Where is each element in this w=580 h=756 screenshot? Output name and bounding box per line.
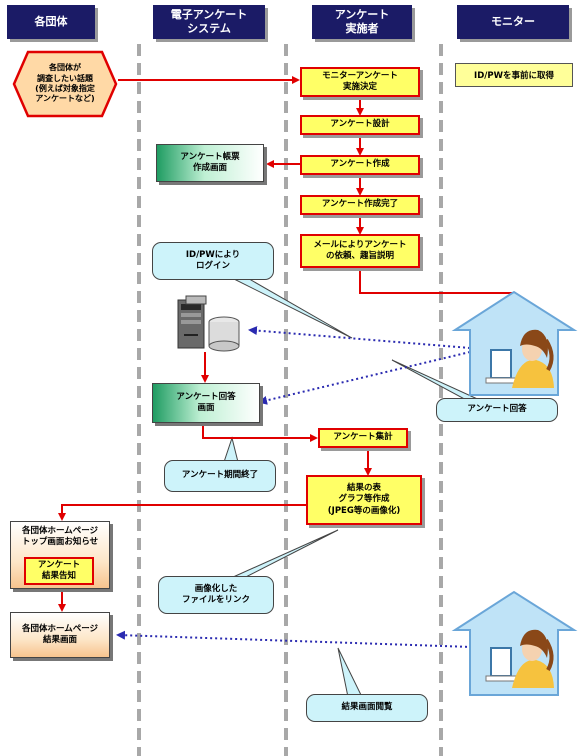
arrow-monitor-to-resultpage xyxy=(116,630,473,648)
result-announcement: アンケート 結果告知 xyxy=(24,557,94,585)
form-creation-screen: アンケート帳票 作成画面 xyxy=(156,144,264,182)
step-email-request: メールによりアンケート の依頼、趣旨説明 xyxy=(300,234,420,268)
step-monitor-survey-decision: モニターアンケート 実施決定 xyxy=(300,67,420,97)
step-result-charts: 結果の表 グラフ等作成 (JPEG等の画像化) xyxy=(306,475,422,525)
callout-link-image-file: 画像化した ファイルをリンク xyxy=(158,576,274,614)
callout-period-end: アンケート期間終了 xyxy=(164,460,276,492)
callout-login: ID/PWにより ログイン xyxy=(152,242,274,280)
idpw-note: ID/PWを事前に取得 xyxy=(455,63,573,87)
org-homepage-result-page: 各団体ホームページ 結果画面 xyxy=(10,612,110,658)
callout-tail-period-end xyxy=(223,436,239,463)
callout-tail-view xyxy=(337,647,363,698)
step-survey-complete: アンケート作成完了 xyxy=(300,195,420,215)
server-icon xyxy=(177,295,240,352)
monitor-person-icon xyxy=(451,290,578,396)
header-survey-implementer: アンケート 実施者 xyxy=(312,5,412,39)
survey-answer-screen: アンケート回答 画面 xyxy=(152,383,260,423)
org-homepage-top-notice-label: 各団体ホームページ トップ画面お知らせ xyxy=(21,526,99,548)
header-organizations: 各団体 xyxy=(7,5,95,39)
result-viewer-person-icon xyxy=(451,590,578,696)
header-survey-system: 電子アンケート システム xyxy=(153,5,265,39)
callout-view-results: 結果画面閲覧 xyxy=(306,694,428,722)
arrow-step5-to-monitor xyxy=(359,268,519,310)
lane-dividers xyxy=(137,44,443,756)
arrow-answer-to-tally xyxy=(202,426,318,442)
arrow-monitor-to-server xyxy=(248,326,471,349)
header-monitors: モニター xyxy=(457,5,569,39)
topic-hexagon xyxy=(12,50,118,118)
step-survey-creation: アンケート作成 xyxy=(300,155,420,175)
callout-tail-login xyxy=(227,275,353,339)
step-survey-tally: アンケート集計 xyxy=(318,428,408,448)
callout-tail-link xyxy=(221,529,339,583)
topic-hexagon-label: 各団体が 調査したい話題 (例えば対象指定 アンケートなど) xyxy=(35,63,95,104)
step-survey-design: アンケート設計 xyxy=(300,115,420,135)
arrow-result-to-org xyxy=(58,504,306,521)
callout-survey-answer: アンケート回答 xyxy=(436,398,558,422)
arrow-monitor-to-answer-screen xyxy=(258,351,471,405)
